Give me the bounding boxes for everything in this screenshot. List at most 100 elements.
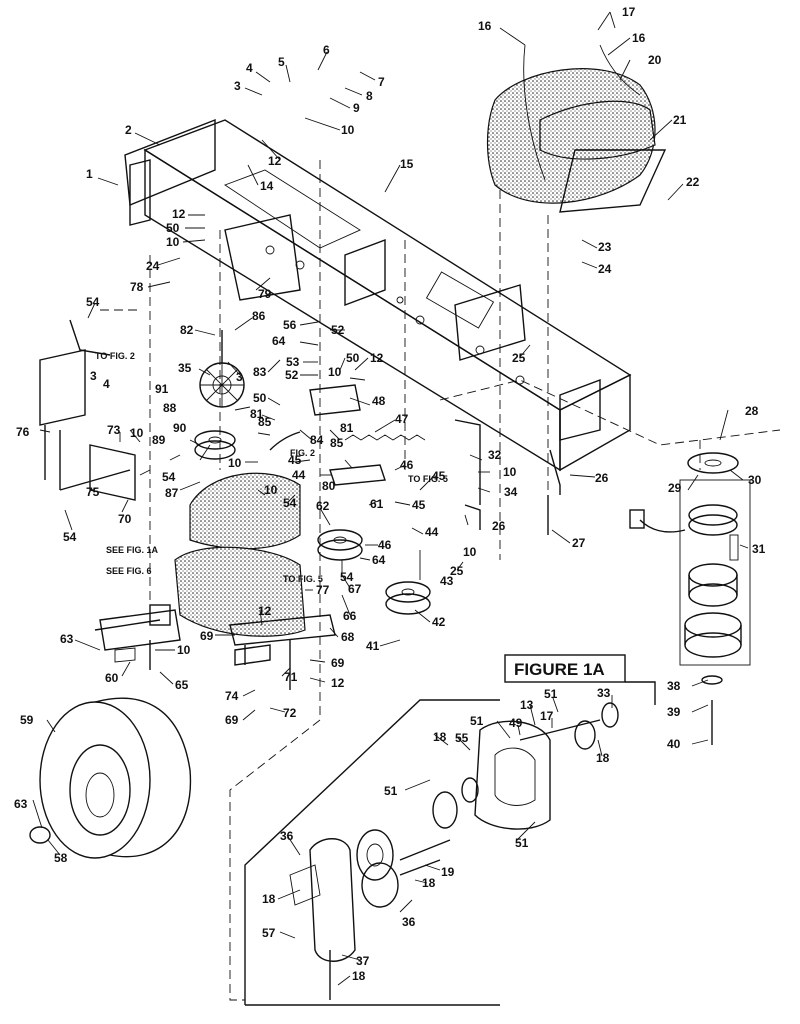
axle-hardware bbox=[114, 640, 151, 670]
callout-60: 60 bbox=[105, 671, 119, 685]
brake-linkage-left bbox=[39, 319, 136, 501]
transaxle bbox=[94, 472, 306, 651]
callout-54: 54 bbox=[86, 295, 100, 309]
callout-52: 52 bbox=[331, 323, 345, 337]
callout-10: 10 bbox=[228, 456, 242, 470]
idler-arm bbox=[269, 384, 426, 486]
callout-18: 18 bbox=[352, 969, 366, 983]
callout-18: 18 bbox=[262, 892, 276, 906]
callout-12: 12 bbox=[268, 154, 282, 168]
callout-24: 24 bbox=[598, 262, 612, 276]
callout-38: 38 bbox=[667, 679, 681, 693]
callout-27: 27 bbox=[572, 536, 586, 550]
callout-71: 71 bbox=[284, 670, 298, 684]
callout-70: 70 bbox=[118, 512, 132, 526]
callout-41: 41 bbox=[366, 639, 380, 653]
callout-68: 68 bbox=[341, 630, 355, 644]
callout-87: 87 bbox=[165, 486, 179, 500]
callout-50: 50 bbox=[166, 221, 180, 235]
callout-59: 59 bbox=[20, 713, 34, 727]
callout-3: 3 bbox=[234, 79, 241, 93]
callout-51: 51 bbox=[544, 687, 558, 701]
callout-2: 2 bbox=[125, 123, 132, 137]
callout-25: 25 bbox=[512, 351, 526, 365]
callout-55: 55 bbox=[455, 731, 469, 745]
note-see-fig-6: SEE FIG. 6 bbox=[106, 566, 152, 576]
callout-23: 23 bbox=[598, 240, 612, 254]
note-to-fig-5-lower: TO FIG. 5 bbox=[283, 574, 323, 584]
callout-6: 6 bbox=[323, 43, 330, 57]
callout-10: 10 bbox=[130, 426, 144, 440]
callout-54: 54 bbox=[283, 496, 297, 510]
callout-10: 10 bbox=[463, 545, 477, 559]
callout-69: 69 bbox=[331, 656, 345, 670]
callout-52: 52 bbox=[285, 368, 299, 382]
callout-73: 73 bbox=[107, 423, 121, 437]
callout-37: 37 bbox=[356, 954, 370, 968]
callout-12: 12 bbox=[370, 351, 384, 365]
callout-63: 63 bbox=[14, 797, 28, 811]
callout-66: 66 bbox=[343, 609, 357, 623]
assembly-dashed-lines bbox=[100, 120, 781, 1001]
callout-10: 10 bbox=[177, 643, 191, 657]
callout-53: 53 bbox=[286, 355, 300, 369]
callout-74: 74 bbox=[225, 689, 239, 703]
callout-4: 4 bbox=[246, 61, 253, 75]
callout-36: 36 bbox=[402, 915, 416, 929]
callout-20: 20 bbox=[648, 53, 662, 67]
callout-54: 54 bbox=[63, 530, 77, 544]
callout-12: 12 bbox=[258, 604, 272, 618]
callout-4: 4 bbox=[103, 377, 110, 391]
callout-72: 72 bbox=[283, 706, 297, 720]
callout-7: 7 bbox=[378, 75, 385, 89]
lower-bracket bbox=[229, 614, 336, 690]
callout-44: 44 bbox=[292, 468, 306, 482]
callout-58: 58 bbox=[54, 851, 68, 865]
callout-49: 49 bbox=[509, 716, 523, 730]
callout-50: 50 bbox=[346, 351, 360, 365]
callout-12: 12 bbox=[172, 207, 186, 221]
callout-64: 64 bbox=[372, 553, 386, 567]
callout-69: 69 bbox=[200, 629, 214, 643]
callout-17: 17 bbox=[540, 709, 554, 723]
callout-numbers: 1 2 3 4 5 6 7 8 9 10 12 14 15 16 16 17 2… bbox=[14, 5, 766, 983]
callout-29: 29 bbox=[668, 481, 682, 495]
callout-78: 78 bbox=[130, 280, 144, 294]
callout-31: 31 bbox=[752, 542, 766, 556]
callout-3: 3 bbox=[236, 370, 243, 384]
callout-67: 67 bbox=[348, 582, 362, 596]
callout-19: 19 bbox=[441, 865, 455, 879]
callout-10: 10 bbox=[328, 365, 342, 379]
rear-wheel bbox=[29, 697, 192, 859]
callout-18: 18 bbox=[596, 751, 610, 765]
callout-89: 89 bbox=[152, 433, 166, 447]
note-to-fig-5-right: TO FIG. 5 bbox=[408, 474, 448, 484]
callout-42: 42 bbox=[432, 615, 446, 629]
callout-26: 26 bbox=[595, 471, 609, 485]
callout-25: 25 bbox=[450, 564, 464, 578]
callout-30: 30 bbox=[748, 473, 762, 487]
figure-title: FIGURE 1A bbox=[514, 660, 605, 679]
callout-32: 32 bbox=[488, 448, 502, 462]
callout-61: 61 bbox=[370, 497, 384, 511]
callout-48: 48 bbox=[372, 394, 386, 408]
callout-54: 54 bbox=[162, 470, 176, 484]
callout-46: 46 bbox=[400, 458, 414, 472]
callout-88: 88 bbox=[163, 401, 177, 415]
callout-81: 81 bbox=[340, 421, 354, 435]
callout-5: 5 bbox=[278, 55, 285, 69]
callout-56: 56 bbox=[283, 318, 297, 332]
callout-18: 18 bbox=[422, 876, 436, 890]
callout-47: 47 bbox=[395, 412, 409, 426]
callout-90: 90 bbox=[173, 421, 187, 435]
callout-28: 28 bbox=[745, 404, 759, 418]
callout-85: 85 bbox=[330, 436, 344, 450]
callout-45: 45 bbox=[288, 453, 302, 467]
idler-pulley-62 bbox=[317, 529, 363, 561]
leader-lines bbox=[32, 11, 749, 986]
callout-57: 57 bbox=[262, 926, 276, 940]
callout-76: 76 bbox=[16, 425, 30, 439]
callout-64: 64 bbox=[272, 334, 286, 348]
control-rods bbox=[454, 419, 561, 535]
